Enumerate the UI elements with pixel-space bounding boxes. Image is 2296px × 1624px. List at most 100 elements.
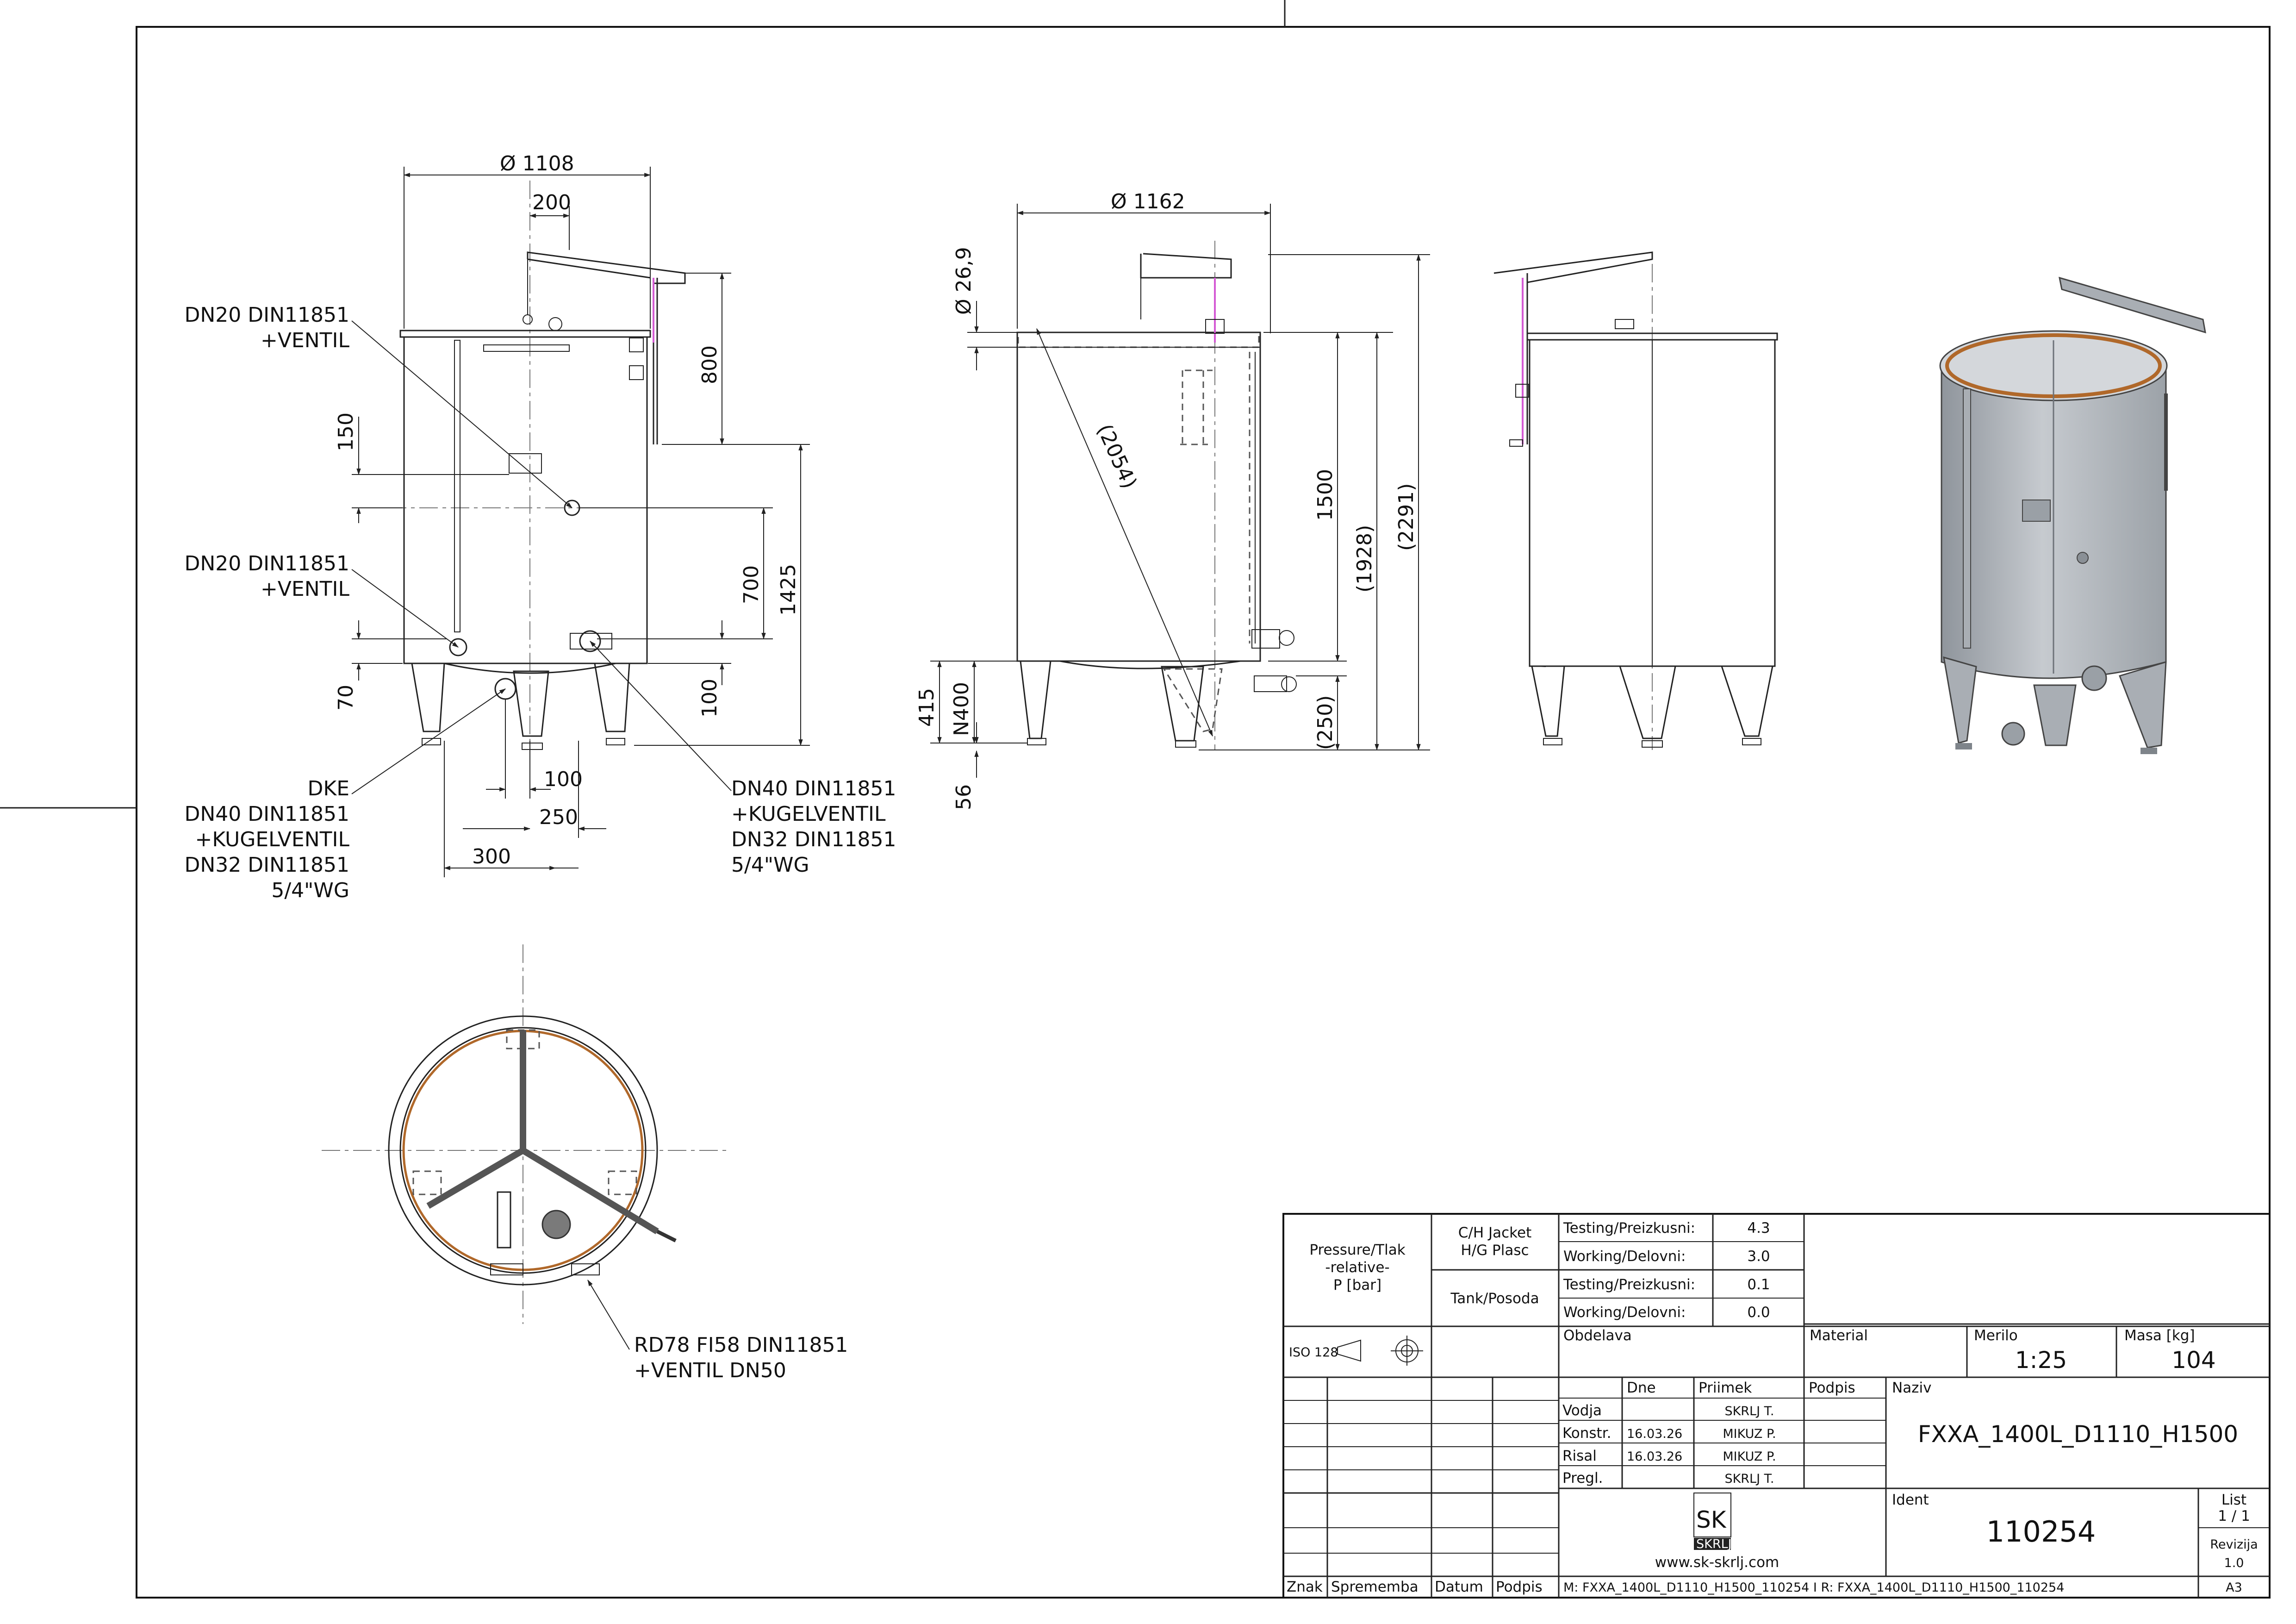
revision-header-datum: Datum (1435, 1579, 1483, 1595)
dim-1425: 1425 (777, 564, 800, 616)
dim-415: 415 (915, 688, 939, 727)
dim-150: 150 (334, 412, 358, 451)
pressure-label-1: Pressure/Tlak (1309, 1242, 1405, 1258)
callout-bottom-right-line-3: DN32 DIN11851 (731, 828, 896, 851)
sheet-frame (0, 0, 2271, 1599)
callout-top-view-line-1: RD78 FI58 DIN11851 (634, 1333, 848, 1357)
projection-symbol-icon (1337, 1336, 1423, 1366)
top-view: RD78 FI58 DIN11851 +VENTIL DN50 (322, 944, 848, 1382)
dim-800: 800 (698, 345, 722, 384)
person-name-2: MIKUZ P. (1723, 1427, 1776, 1441)
dim-250-side: (250) (1313, 695, 1337, 750)
merilo-value: 1:25 (2015, 1347, 2067, 1374)
pressure-label-3: P [bar] (1333, 1277, 1381, 1293)
callout-side-valve-line-2: +VENTIL (261, 577, 350, 601)
dim-diameter-1108: Ø 1108 (500, 152, 574, 175)
dim-diameter-1162: Ø 1162 (1111, 190, 1185, 213)
callout-bottom-left-line-3: +KUGELVENTIL (195, 828, 349, 851)
rear-view (1493, 251, 1778, 750)
dim-1500: 1500 (1313, 469, 1337, 521)
column-podpis: Podpis (1809, 1380, 1855, 1396)
person-date-2: 16.03.26 (1627, 1427, 1682, 1441)
dim-250: 250 (539, 806, 578, 829)
revision-header-podpis: Podpis (1496, 1579, 1543, 1595)
jacket-label-1: C/H Jacket (1458, 1224, 1532, 1241)
dim-56: 56 (952, 784, 976, 810)
callout-bottom-right-line-2: +KUGELVENTIL (731, 802, 886, 826)
logo-word: SKRLJ (1696, 1537, 1732, 1551)
naziv-label: Naziv (1892, 1380, 1931, 1396)
dim-n400: N400 (950, 682, 973, 736)
callout-bottom-left-line-5: 5/4"WG (271, 879, 349, 902)
callout-bottom-left-line-1: DKE (307, 777, 349, 800)
dim-1928: (1928) (1353, 525, 1376, 593)
sheet-format: A3 (2226, 1580, 2242, 1595)
pressure-row-3-value: 0.1 (1747, 1276, 1770, 1293)
callout-top-valve-line-2: +VENTIL (261, 329, 350, 352)
merilo-label: Merilo (1974, 1327, 2018, 1344)
person-role-4: Pregl. (1562, 1470, 1603, 1487)
pressure-row-4-label: Working/Delovni: (1563, 1304, 1686, 1321)
person-role-2: Konstr. (1562, 1425, 1611, 1442)
pressure-row-2-label: Working/Delovni: (1563, 1248, 1686, 1265)
callout-bottom-right-line-4: 5/4"WG (731, 853, 809, 877)
dim-100-horizontal: 100 (544, 768, 583, 791)
masa-label: Masa [kg] (2124, 1327, 2195, 1344)
title-block: Pressure/Tlak -relative- P [bar] C/H Jac… (1282, 1213, 2271, 1599)
file-line: M: FXXA_1400L_D1110_H1500_110254 I R: FX… (1563, 1580, 2064, 1595)
callout-bottom-left-line-4: DN32 DIN11851 (184, 853, 349, 877)
naziv-value: FXXA_1400L_D1110_H1500 (1918, 1421, 2238, 1448)
person-role-3: Risal (1562, 1448, 1597, 1464)
masa-value: 104 (2172, 1347, 2215, 1374)
pressure-row-1-value: 4.3 (1747, 1220, 1770, 1237)
tank-3d-render (1939, 276, 2206, 754)
dim-70: 70 (334, 685, 358, 711)
callout-top-view-line-2: +VENTIL DN50 (634, 1359, 786, 1382)
revizija-label: Revizija (2210, 1537, 2258, 1552)
pressure-row-4-value: 0.0 (1747, 1304, 1770, 1321)
obdelava-label: Obdelava (1563, 1327, 1632, 1344)
side-view (1016, 241, 1297, 750)
pressure-label-2: -relative- (1325, 1259, 1389, 1276)
dim-200: 200 (532, 191, 571, 214)
revision-header-sprememba: Sprememba (1331, 1579, 1419, 1595)
list-label: List (2221, 1492, 2246, 1508)
dim-300: 300 (472, 845, 511, 868)
jacket-label-2: H/G Plasc (1461, 1242, 1529, 1259)
company-logo: SK SKRLJ (1693, 1493, 1732, 1551)
pressure-row-2-value: 3.0 (1747, 1248, 1770, 1265)
side-view-dimensions: Ø 1162 Ø 26,9 (2054) 1500 (1928) (2291) … (915, 190, 1430, 810)
material-label: Material (1810, 1327, 1868, 1344)
callout-top-valve-line-1: DN20 DIN11851 (184, 303, 349, 327)
ident-value: 110254 (1986, 1515, 2096, 1549)
revision-header-znak: Znak (1287, 1579, 1323, 1595)
dim-100-vertical: 100 (698, 679, 722, 718)
column-priimek: Priimek (1699, 1380, 1752, 1396)
callout-bottom-left-line-2: DN40 DIN11851 (184, 802, 349, 826)
dim-diameter-26-9: Ø 26,9 (952, 247, 976, 315)
person-date-3: 16.03.26 (1627, 1449, 1682, 1464)
logo-letters: SK (1696, 1506, 1727, 1533)
dim-diagonal-2054: (2054) (1092, 421, 1141, 492)
ident-label: Ident (1892, 1492, 1929, 1508)
dim-700: 700 (740, 565, 763, 604)
pressure-row-1-label: Testing/Preizkusni: (1563, 1220, 1695, 1237)
front-view (356, 181, 686, 787)
person-name-1: SKRLJ T. (1724, 1404, 1774, 1418)
list-value: 1 / 1 (2218, 1508, 2250, 1524)
front-view-dimensions: Ø 1108 200 800 150 700 1425 70 (334, 152, 810, 877)
person-name-3: MIKUZ P. (1723, 1449, 1776, 1464)
callout-side-valve-line-1: DN20 DIN11851 (184, 552, 349, 575)
revizija-value: 1.0 (2224, 1556, 2244, 1570)
person-role-1: Vodja (1562, 1402, 1602, 1419)
iso-standard: ISO 128 (1289, 1345, 1338, 1360)
person-name-4: SKRLJ T. (1724, 1472, 1774, 1486)
website: www.sk-skrlj.com (1655, 1554, 1780, 1571)
column-dne: Dne (1627, 1380, 1656, 1396)
dim-2291: (2291) (1394, 483, 1418, 551)
callout-bottom-right-line-1: DN40 DIN11851 (731, 777, 896, 800)
pressure-row-3-label: Testing/Preizkusni: (1563, 1276, 1695, 1293)
front-view-callouts: DN20 DIN11851 +VENTIL DN20 DIN11851 +VEN… (184, 303, 896, 902)
tank-label: Tank/Posoda (1450, 1290, 1539, 1307)
